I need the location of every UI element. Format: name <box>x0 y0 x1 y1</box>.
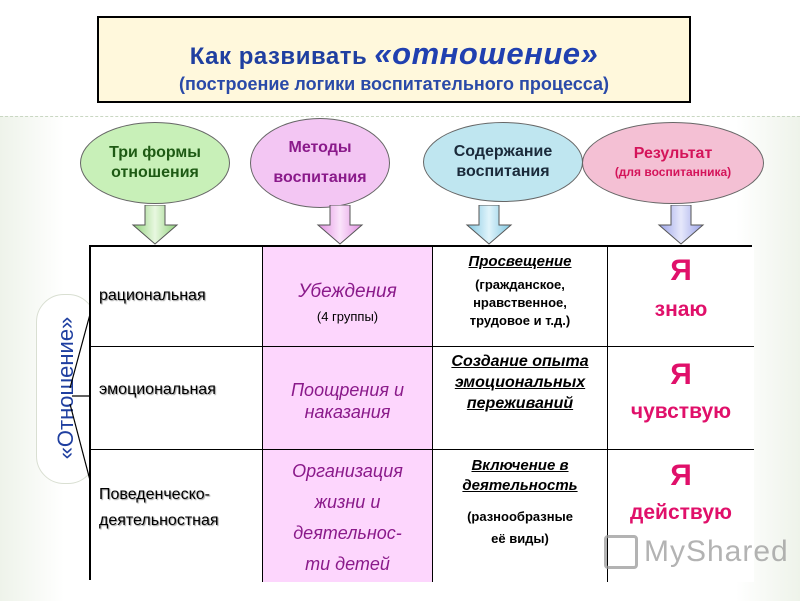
oval-result-line2: (для воспитанника) <box>614 165 732 179</box>
table-cell-form: Поведенческо- деятельностная <box>91 450 263 582</box>
content-title: Просвещение <box>468 253 572 270</box>
oval-forms-line1: Три формы <box>109 144 201 161</box>
content-note-line1: (разнообразные <box>467 509 573 524</box>
table-cell-result: Я знаю <box>608 247 754 347</box>
result-ya: Я <box>670 358 692 391</box>
table-cell-method: Организация жизни и деятельнос- ти детей <box>263 450 433 582</box>
title-box: Как развивать «отношение» (построение ло… <box>97 16 691 103</box>
title-emphasis: «отношение» <box>374 36 599 71</box>
content-note-line2: её виды) <box>491 531 549 546</box>
method-label-line4: ти детей <box>305 554 390 574</box>
form-label-line2: деятельностная <box>99 512 219 529</box>
oval-content: Содержание воспитания <box>423 122 583 202</box>
form-label: эмоциональная <box>99 381 216 398</box>
table-cell-method: Убеждения (4 группы) <box>263 247 433 347</box>
down-arrow-icon <box>465 205 513 245</box>
content-title: Включение в деятельность <box>462 457 578 494</box>
table-cell-form: эмоциональная <box>91 347 263 450</box>
oval-forms-line2: отношения <box>111 164 199 181</box>
method-note: (4 группы) <box>316 309 379 324</box>
form-label: рациональная <box>99 287 206 304</box>
method-label-line2: наказания <box>304 402 391 422</box>
oval-forms: Три формы отношения <box>80 122 230 204</box>
table-cell-content: Включение в деятельность (разнообразные … <box>433 450 608 582</box>
method-label: Убеждения <box>298 281 397 302</box>
result-word: знаю <box>654 298 708 321</box>
content-title: Создание опыта эмоциональных переживаний <box>451 353 589 412</box>
table-cell-result: Я действую <box>608 450 754 582</box>
down-arrow-icon <box>657 205 705 245</box>
result-ya: Я <box>670 254 692 287</box>
table-cell-content: Просвещение (гражданское, нравственное, … <box>433 247 608 347</box>
method-label-line1: Организация <box>292 461 403 481</box>
content-note: (гражданское, нравственное, трудовое и т… <box>469 277 571 328</box>
oval-methods: Методы воспитания <box>250 118 390 208</box>
relation-label-frame <box>36 294 96 484</box>
table-cell-result: Я чувствую <box>608 347 754 450</box>
watermark: MyShared <box>604 535 789 569</box>
oval-methods-line1: Методы <box>288 139 352 156</box>
down-arrow-icon <box>316 205 364 245</box>
result-word: действую <box>630 501 732 524</box>
watermark-text: MyShared <box>644 535 789 568</box>
oval-content-line1: Содержание <box>453 143 553 160</box>
page-title: Как развивать «отношение» <box>99 36 689 72</box>
down-arrow-icon <box>131 205 179 245</box>
oval-methods-line2: воспитания <box>273 169 367 186</box>
table-cell-method: Поощрения и наказания <box>263 347 433 450</box>
method-label-line1: Поощрения и <box>291 380 404 400</box>
result-ya: Я <box>670 459 692 492</box>
result-word: чувствую <box>630 400 732 423</box>
relation-table: рациональная Убеждения (4 группы) Просве… <box>89 245 754 582</box>
oval-result: Результат (для воспитанника) <box>582 122 764 204</box>
myshared-logo-icon <box>604 535 638 569</box>
table-cell-content: Создание опыта эмоциональных переживаний <box>433 347 608 450</box>
method-label-line2: жизни и <box>314 492 381 512</box>
page-subtitle: (построение логики воспитательного проце… <box>179 74 609 94</box>
method-label-line3: деятельнос- <box>293 523 402 543</box>
form-label-line1: Поведенческо- <box>99 486 210 503</box>
oval-result-line1: Результат <box>633 145 713 162</box>
table-cell-form: рациональная <box>91 247 263 347</box>
oval-content-line2: воспитания <box>456 163 550 180</box>
title-prefix: Как развивать <box>189 43 368 70</box>
